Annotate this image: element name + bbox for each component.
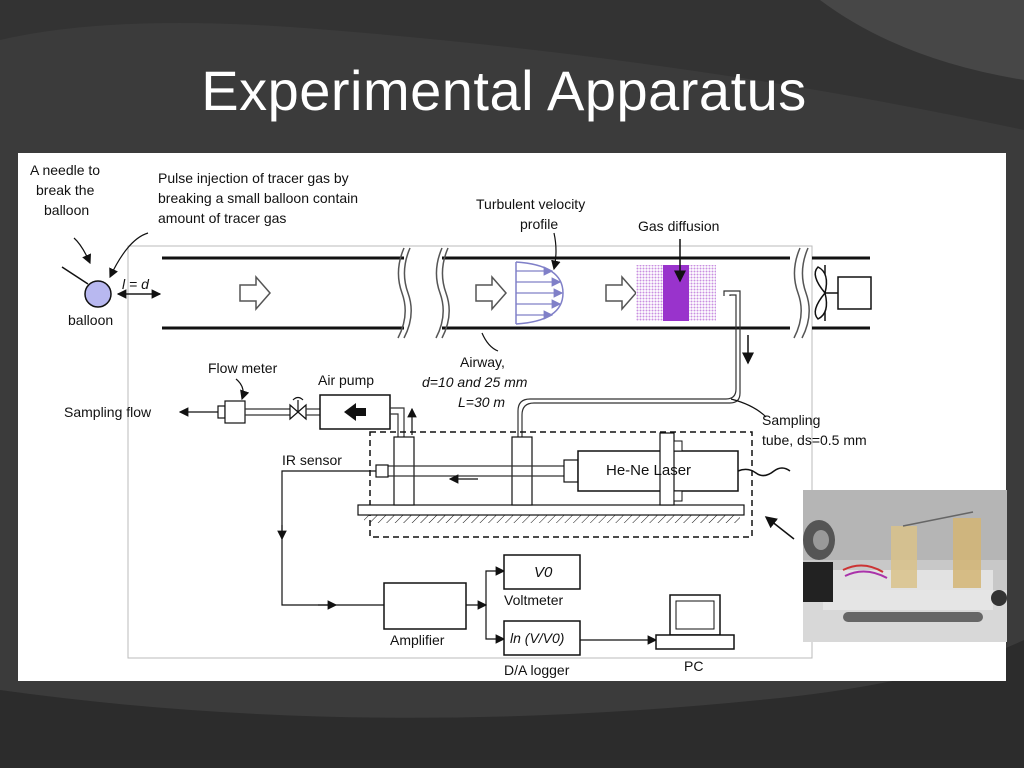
apparatus-photo [803, 490, 1007, 642]
balloon-label: balloon [68, 312, 113, 328]
dalogger-label: D/A logger [504, 662, 570, 678]
apparatus-figure: A needle to break the balloon Pulse inje… [18, 153, 1006, 681]
gas-diffusion-band [636, 265, 716, 321]
optical-bench [357, 504, 745, 523]
sensor-signal-line [281, 470, 376, 606]
sampling-tube [517, 290, 741, 438]
voltmeter-label: Voltmeter [504, 592, 563, 608]
air-pump-arrow-icon [344, 403, 366, 421]
velocity-profile [515, 261, 564, 325]
laser-power-cord [737, 467, 791, 477]
sampling-tube-label-line: Sampling [762, 412, 820, 428]
valve-icon [289, 396, 307, 421]
cell-window-left [393, 436, 415, 506]
flow-arrow [239, 275, 271, 311]
turbulent-pointer-arrow [551, 232, 561, 271]
l-equals-d-label: l = d [122, 276, 150, 292]
flow-meter-label: Flow meter [208, 360, 278, 376]
amplifier-box [383, 582, 467, 630]
ir-sensor-label: IR sensor [282, 452, 342, 468]
amplifier-label: Amplifier [390, 632, 445, 648]
needle-label-line: A needle to [30, 162, 100, 178]
voltmeter-box [503, 554, 581, 590]
sampling-flow-label: Sampling flow [64, 404, 152, 420]
laser-label: He-Ne Laser [606, 462, 691, 479]
turbulent-label-line: profile [520, 216, 558, 232]
fan-motor-box [837, 276, 872, 310]
sampling-tube-label-line: tube, ds=0.5 mm [762, 432, 867, 448]
airway-pipe [162, 247, 870, 339]
fan-icon [814, 265, 838, 321]
cell-window-right [511, 436, 533, 506]
airway-pointer-line [481, 332, 499, 352]
to-logger-line [485, 605, 506, 644]
pulse-label-line: Pulse injection of tracer gas by [158, 170, 349, 186]
airway-label-line: L=30 m [458, 394, 505, 410]
pulse-label-line: breaking a small balloon contain [158, 190, 358, 206]
flow-arrow [475, 275, 507, 311]
airway-label-line: Airway, [460, 354, 505, 370]
inner-frame [127, 245, 813, 659]
pulse-pointer-arrow [109, 232, 149, 279]
sampling-tube-pointer-line [730, 398, 767, 418]
ir-sensor-box [375, 464, 389, 478]
v0-label: V0 [534, 564, 553, 581]
ln-label: ln (V/V0) [510, 630, 564, 646]
slide-title: Experimental Apparatus [201, 59, 807, 122]
pc-icon [655, 594, 735, 650]
flow-arrow [605, 275, 637, 311]
needle-label-line: balloon [44, 202, 89, 218]
needle-label-line: break the [36, 182, 95, 198]
needle-pointer-arrow [73, 237, 91, 265]
flow-meter-pointer-arrow [235, 378, 250, 401]
optical-bench-region [369, 431, 753, 538]
airway-label-line: d=10 and 25 mm [422, 374, 528, 390]
laser-mount [659, 432, 675, 506]
air-pump-label: Air pump [318, 372, 374, 388]
photo-pointer-arrow [764, 516, 795, 540]
needle-icon [61, 266, 89, 285]
to-voltmeter-line [485, 566, 506, 605]
pc-label: PC [684, 658, 703, 674]
balloon-icon [84, 280, 112, 308]
turbulent-label-line: Turbulent velocity [476, 196, 585, 212]
pulse-label-line: amount of tracer gas [158, 210, 286, 226]
laser-box [577, 450, 739, 492]
flow-meter-box [224, 400, 246, 424]
gas-diffusion-label: Gas diffusion [638, 218, 719, 234]
dalogger-box [503, 620, 581, 656]
